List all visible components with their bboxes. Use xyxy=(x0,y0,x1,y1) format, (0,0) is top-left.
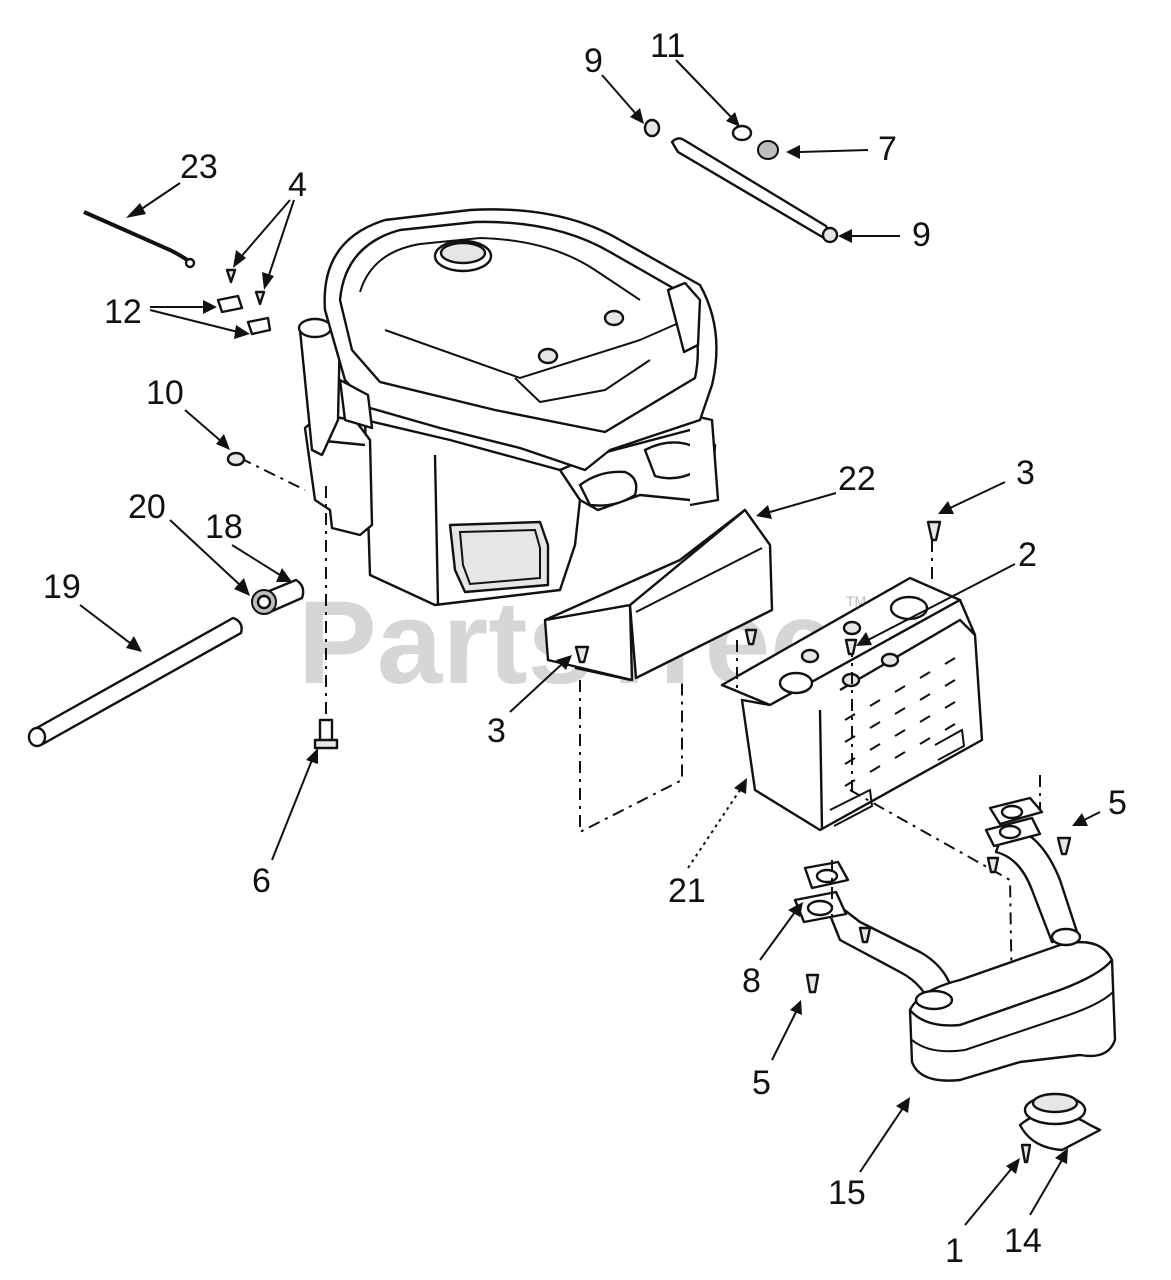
callout-7: 7 xyxy=(878,130,897,168)
callout-3-right: 3 xyxy=(1016,454,1035,492)
callout-4: 4 xyxy=(288,166,307,204)
callout-19: 19 xyxy=(43,568,81,606)
plug-10 xyxy=(226,451,246,467)
callout-3-left: 3 xyxy=(487,712,506,750)
callout-14: 14 xyxy=(1004,1222,1042,1260)
screws-4 xyxy=(225,268,266,306)
callout-8: 8 xyxy=(742,962,761,1000)
callout-10: 10 xyxy=(146,374,184,412)
bolt-6 xyxy=(313,718,339,750)
breather-hose xyxy=(643,118,839,244)
callout-22: 22 xyxy=(838,460,876,498)
callout-5-bottom: 5 xyxy=(752,1064,771,1102)
callout-12: 12 xyxy=(104,293,142,331)
assembly-line-10 xyxy=(239,457,306,491)
callout-labels: 23 4 12 10 20 18 19 6 9 11 7 9 22 3 2 3 … xyxy=(43,27,1127,1270)
callout-15: 15 xyxy=(828,1174,866,1212)
screw-1 xyxy=(1020,1143,1032,1164)
callout-20: 20 xyxy=(128,488,166,526)
callout-21: 21 xyxy=(668,872,706,910)
assembly-line-21 xyxy=(849,789,1013,1001)
engine-assembly xyxy=(297,208,720,607)
callout-6: 6 xyxy=(252,862,271,900)
fuel-filter-18 xyxy=(251,578,305,615)
callout-2: 2 xyxy=(1018,536,1037,574)
heat-shield-cover-22 xyxy=(543,508,774,682)
fuel-line-19 xyxy=(27,616,243,748)
assembly-line-22 xyxy=(579,680,683,834)
callout-5-right: 5 xyxy=(1108,784,1127,822)
clamps-12 xyxy=(216,294,272,336)
callout-1: 1 xyxy=(945,1232,964,1270)
callout-11: 11 xyxy=(650,27,685,65)
callout-18: 18 xyxy=(205,508,243,546)
leader-lines xyxy=(79,59,1101,1226)
callout-23: 23 xyxy=(180,148,218,186)
heat-shield-21 xyxy=(720,576,984,832)
deflector-14 xyxy=(1018,1092,1102,1152)
screws-5 xyxy=(805,836,1072,994)
callout-9-top: 9 xyxy=(584,42,603,80)
callout-9-right: 9 xyxy=(912,216,931,254)
throttle-cable-23 xyxy=(83,210,196,269)
bolts-3 xyxy=(574,520,942,664)
